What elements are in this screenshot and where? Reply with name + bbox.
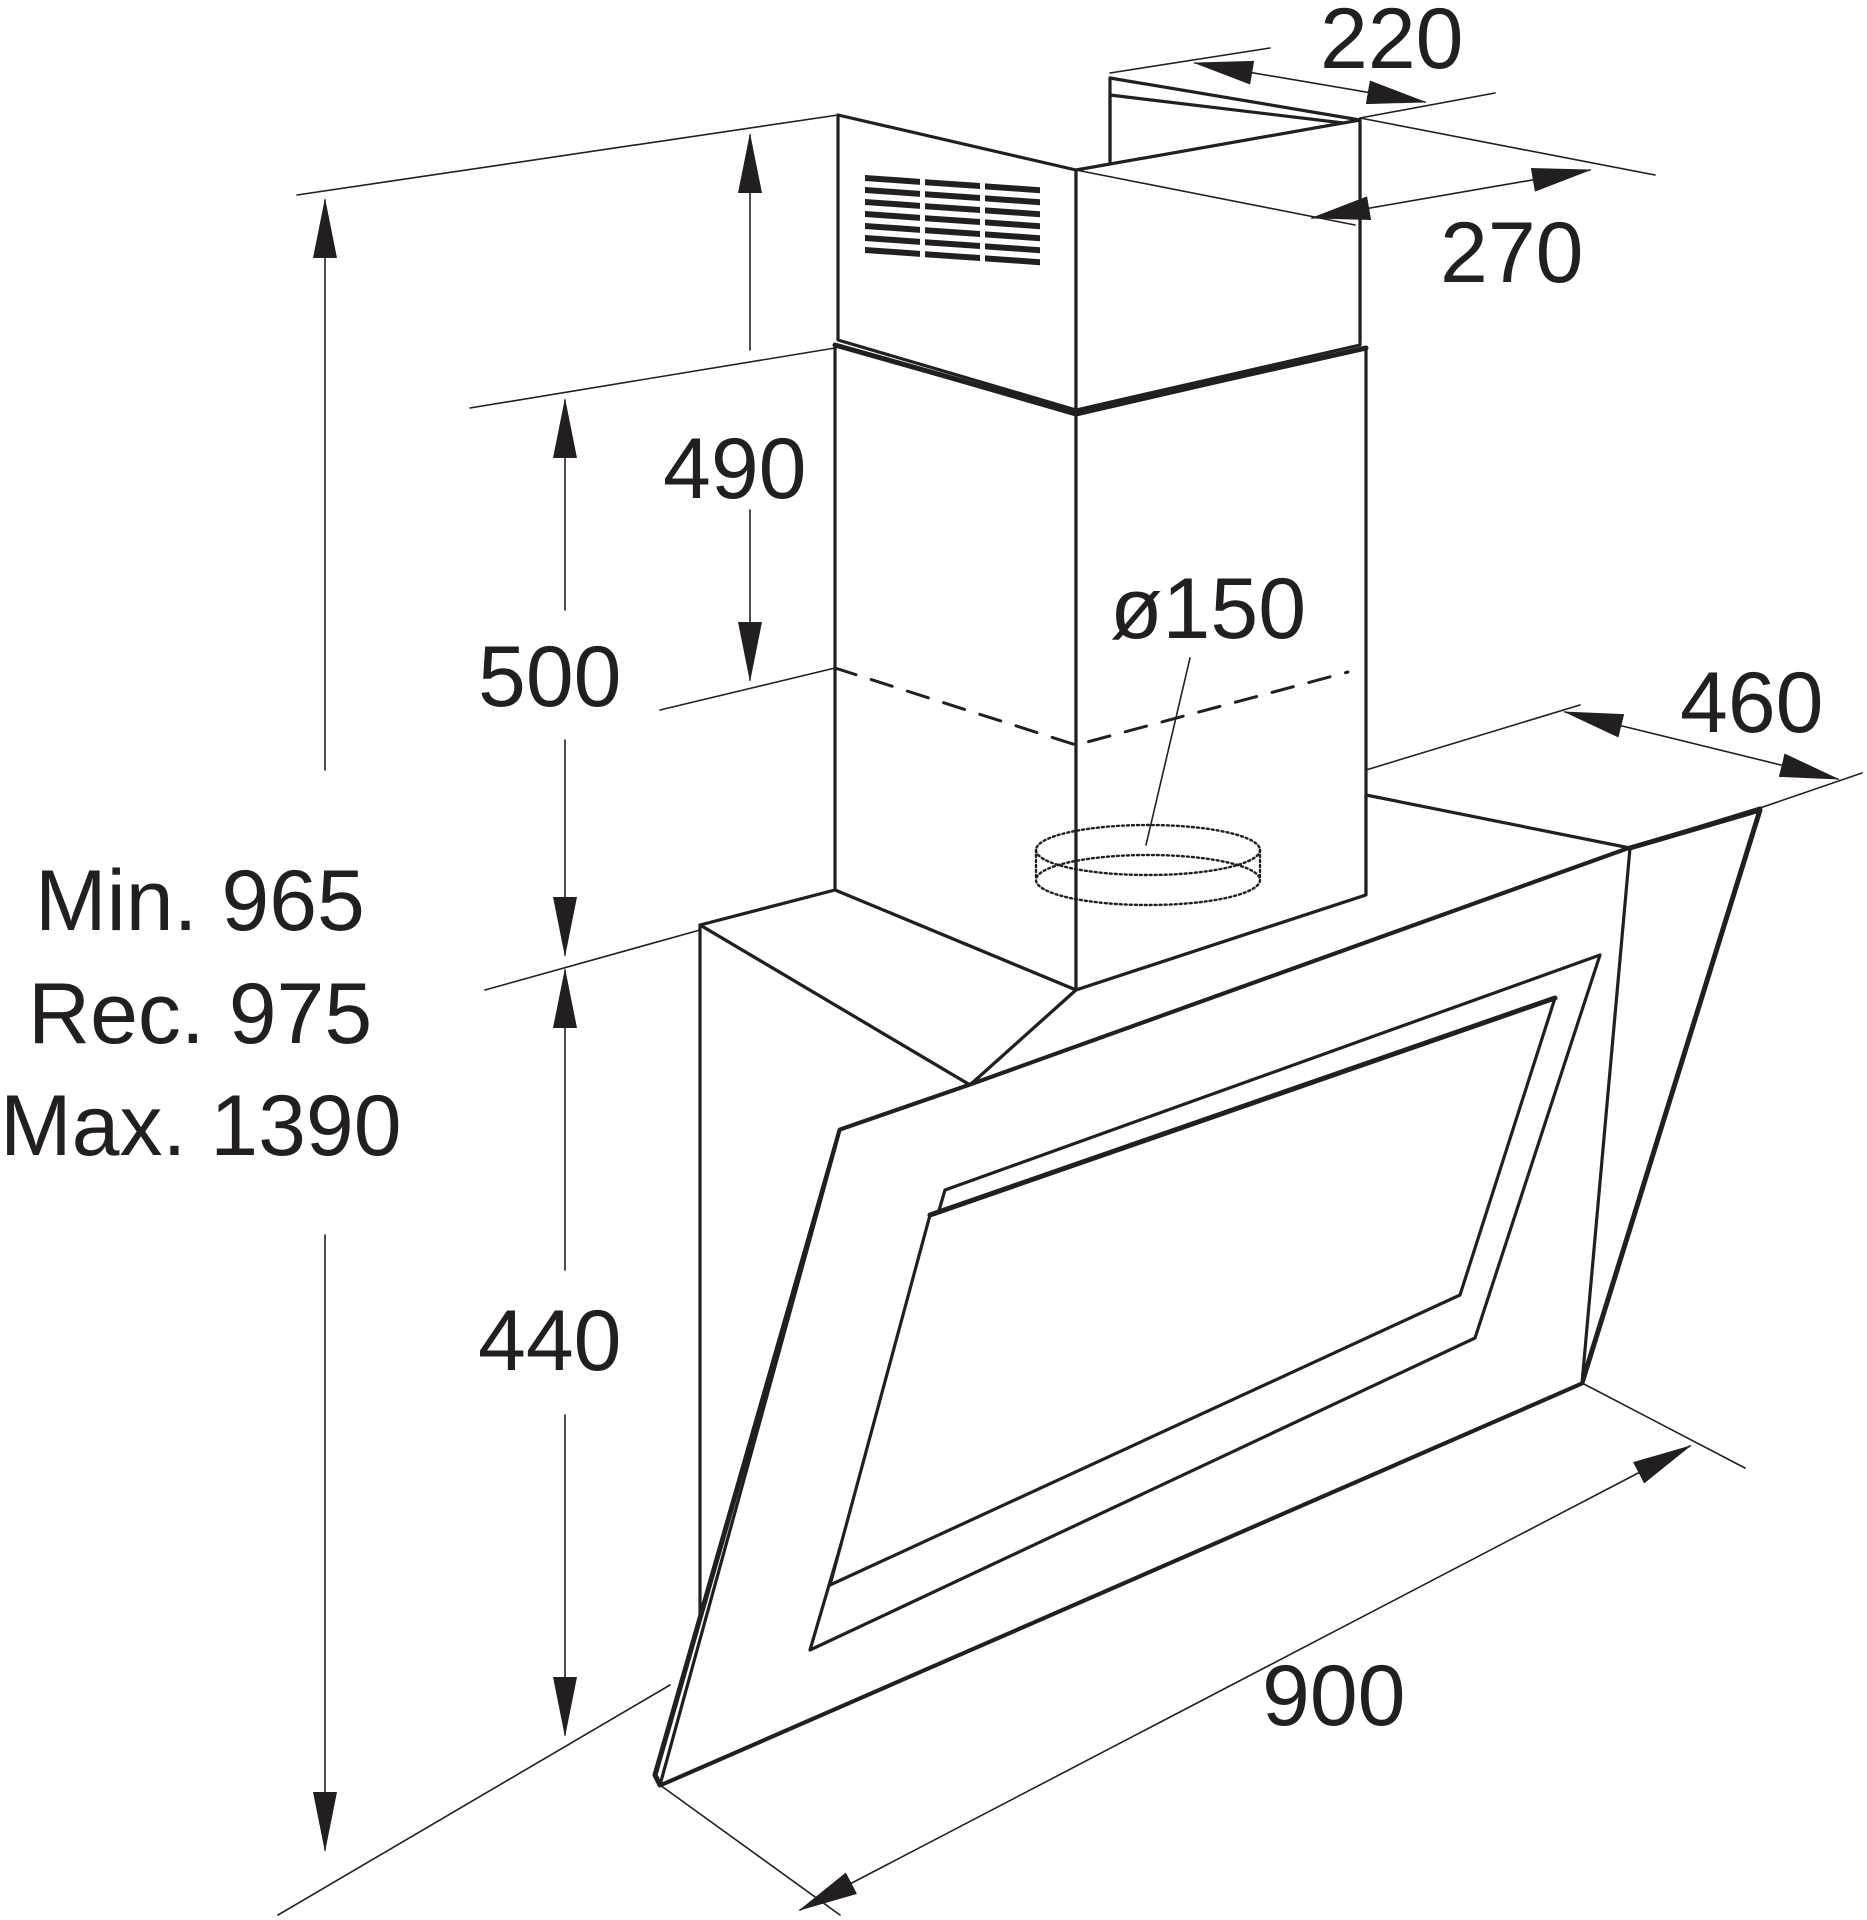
label-220: 220 <box>1320 0 1464 87</box>
label-460: 460 <box>1680 655 1824 751</box>
label-440: 440 <box>478 1293 622 1389</box>
label-diameter: ø150 <box>1110 561 1306 657</box>
vent-grille-icon <box>865 175 1040 266</box>
upper-chimney <box>836 76 1362 412</box>
lower-chimney <box>832 342 1369 992</box>
label-490: 490 <box>663 421 807 517</box>
dim-arrow-220 <box>1193 60 1427 105</box>
label-height-min: Min. 965 <box>35 853 365 949</box>
label-900: 900 <box>1262 1648 1406 1744</box>
dim-arrow-460 <box>1563 711 1840 780</box>
dimension-lines <box>277 47 1863 1916</box>
label-500: 500 <box>478 629 622 725</box>
label-270: 270 <box>1440 205 1584 301</box>
label-height-rec: Rec. 975 <box>28 966 372 1062</box>
dim-arrow-900 <box>798 1445 1692 1911</box>
dim-arrow-270 <box>1310 168 1592 220</box>
label-height-max: Max. 1390 <box>0 1078 402 1174</box>
duct-outlet-icon <box>1034 823 1262 907</box>
dimension-labels: 220 270 490 ø150 500 460 Min. 965 Rec. 9… <box>0 0 1824 1744</box>
